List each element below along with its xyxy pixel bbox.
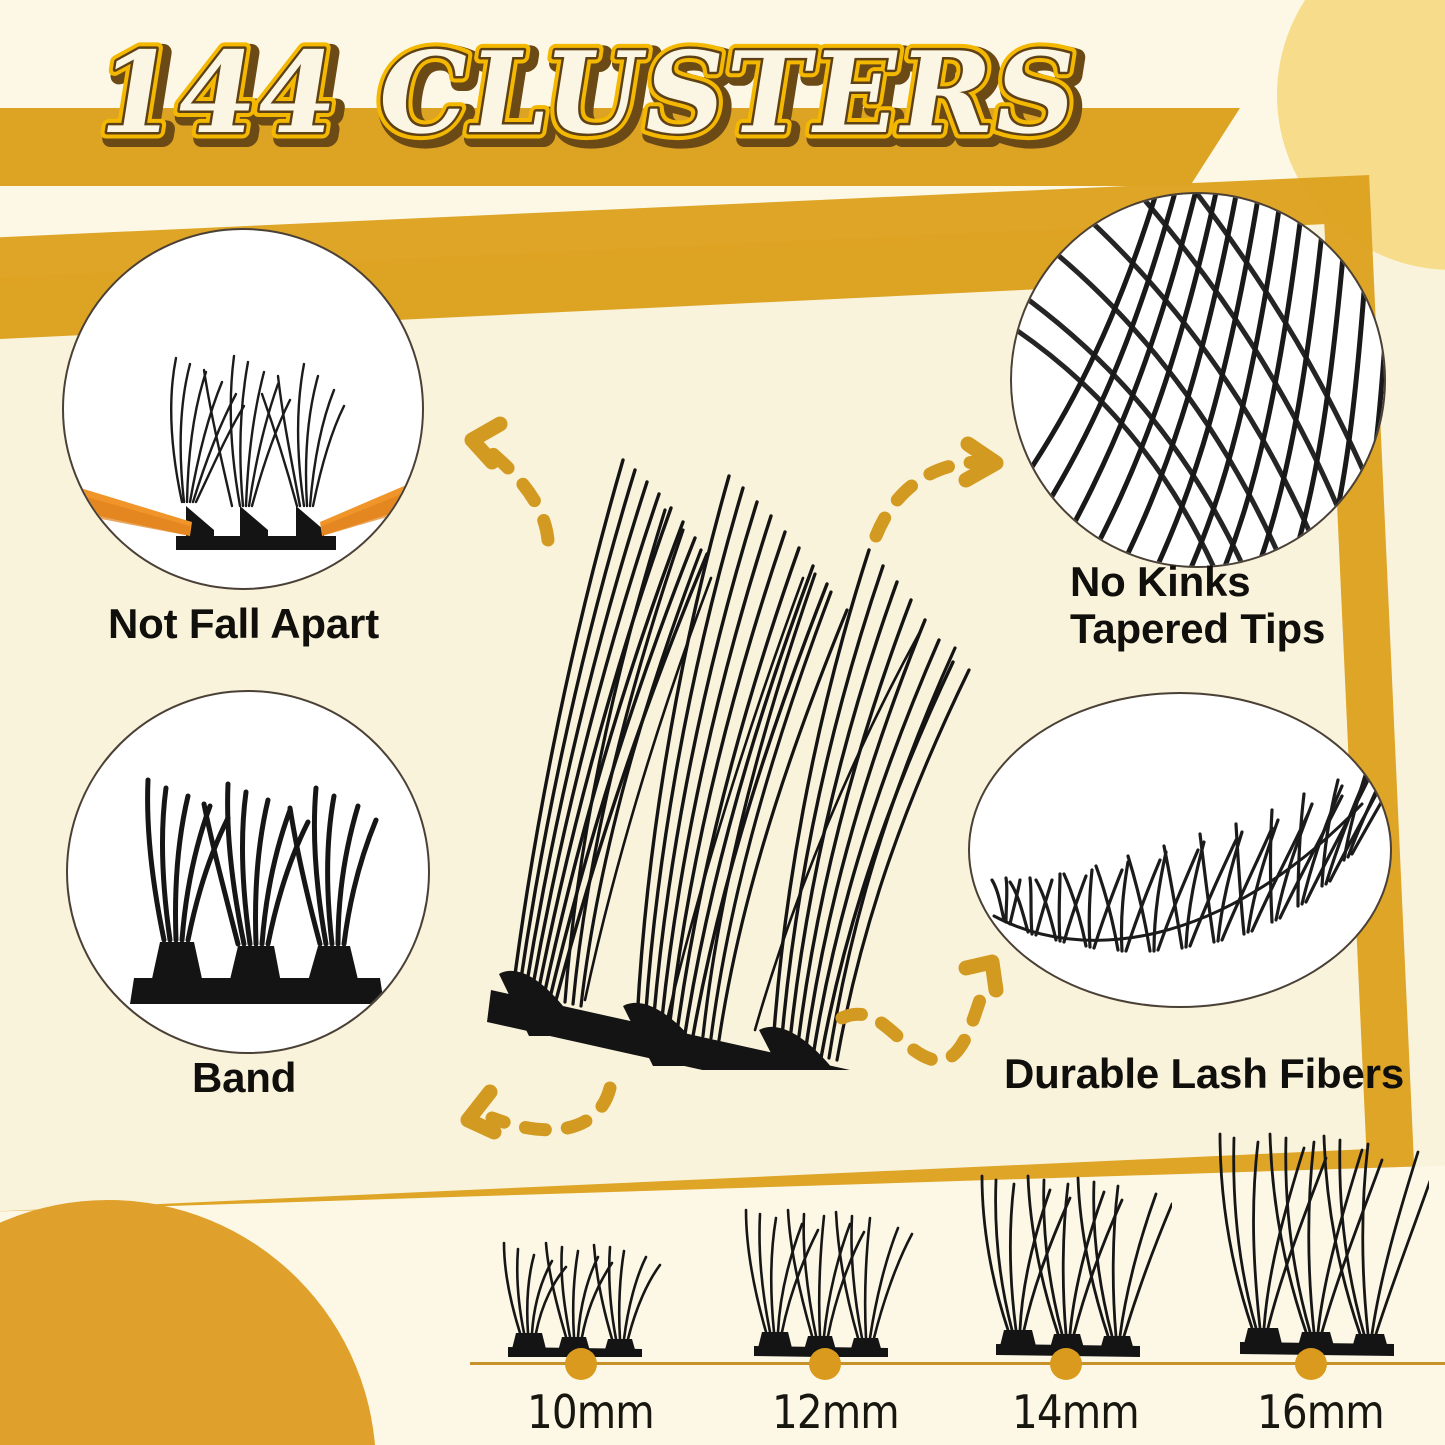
title-gold-outline: 144 CLUSTERS	[88, 27, 1089, 159]
feature-label-band: Band	[192, 1054, 297, 1101]
tweezer-icon	[64, 478, 422, 536]
center-lash-product	[455, 330, 985, 1104]
scale-label-10mm: 10mm	[527, 1385, 655, 1439]
feature-label-not-fall-apart: Not Fall Apart	[108, 600, 379, 647]
decor-circle-amber-bottomleft	[0, 1200, 375, 1445]
full-lash-strip-icon	[990, 756, 1390, 953]
feature-label-no-kinks: No Kinks Tapered Tips	[1070, 558, 1326, 653]
lash-cluster-with-tweezers-icon	[64, 354, 422, 550]
scale-lash-12mm	[732, 1172, 922, 1358]
feature-circle-band	[66, 690, 430, 1054]
scale-label-14mm: 14mm	[1012, 1385, 1140, 1439]
scale-axis-line	[470, 1362, 1445, 1365]
feature-circle-durable-lash-fibers	[968, 692, 1392, 1008]
size-scale: 10mm	[462, 1130, 1445, 1445]
scale-lash-10mm	[486, 1197, 676, 1359]
title-fill: 144 CLUSTERS	[88, 27, 1089, 159]
lash-fiber-tips-closeup-icon	[1012, 194, 1384, 566]
bg-title-banner	[0, 108, 1240, 186]
scale-lash-16mm	[1214, 1112, 1438, 1357]
scale-label-16mm: 16mm	[1257, 1385, 1385, 1439]
lash-band-closeup-icon	[130, 777, 384, 1004]
scale-dot-10mm	[565, 1348, 597, 1380]
feature-circle-not-fall-apart	[62, 228, 424, 590]
scale-dot-14mm	[1050, 1348, 1082, 1380]
lash-cluster-strip-illustration	[487, 458, 971, 1104]
scale-label-12mm: 12mm	[772, 1385, 900, 1439]
scale-lash-14mm	[972, 1142, 1174, 1357]
page-title: 144 CLUSTERS 144 CLUSTERS 144 CLUSTERS 1…	[55, 20, 1103, 174]
title-shadow: 144 CLUSTERS	[93, 32, 1094, 164]
title-inner-edge: 144 CLUSTERS	[88, 27, 1089, 159]
scale-dot-12mm	[809, 1348, 841, 1380]
feature-circle-no-kinks	[1010, 192, 1386, 568]
scale-dot-16mm	[1295, 1348, 1327, 1380]
feature-label-durable-lash-fibers: Durable Lash Fibers	[1004, 1050, 1404, 1097]
